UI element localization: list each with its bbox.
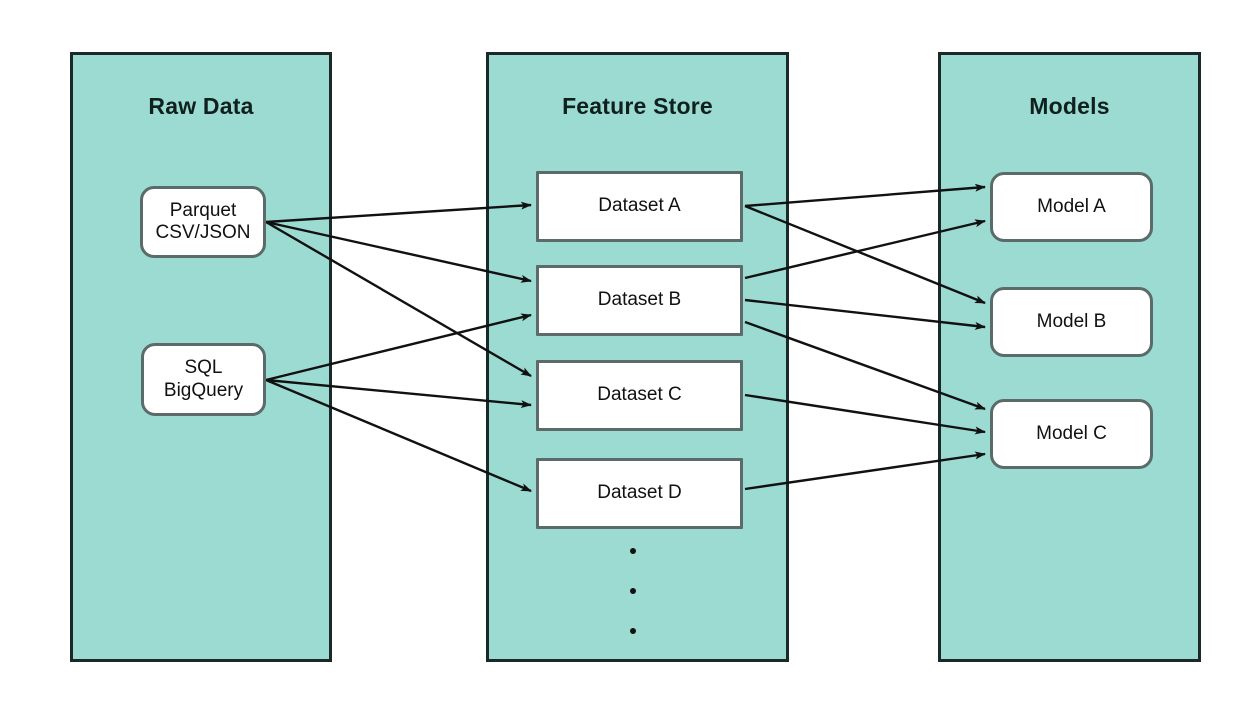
node-label-sql: SQL BigQuery bbox=[163, 357, 244, 401]
ellipsis-dot bbox=[630, 628, 636, 634]
node-dataset-a[interactable]: Dataset A bbox=[536, 171, 743, 242]
node-sql[interactable]: SQL BigQuery bbox=[141, 343, 266, 416]
column-models: Models bbox=[938, 52, 1201, 662]
ellipsis-dot bbox=[630, 588, 636, 594]
column-title-models: Models bbox=[1029, 93, 1110, 119]
node-label-dataset-d: Dataset D bbox=[597, 482, 682, 504]
node-label-model-c: Model C bbox=[1036, 422, 1107, 444]
node-label-dataset-a: Dataset A bbox=[598, 195, 681, 217]
ellipsis-feature-store bbox=[630, 548, 636, 634]
node-label-model-a: Model A bbox=[1037, 195, 1106, 217]
node-label-parquet: Parquet CSV/JSON bbox=[155, 199, 251, 243]
node-label-dataset-b: Dataset B bbox=[597, 289, 682, 311]
node-label-dataset-c: Dataset C bbox=[597, 384, 682, 406]
column-title-raw-data: Raw Data bbox=[148, 93, 254, 119]
ellipsis-dot bbox=[630, 548, 636, 554]
node-dataset-c[interactable]: Dataset C bbox=[536, 360, 743, 431]
column-feature-store: Feature Store bbox=[486, 52, 789, 662]
node-model-c[interactable]: Model C bbox=[990, 399, 1153, 469]
node-dataset-d[interactable]: Dataset D bbox=[536, 458, 743, 529]
node-label-model-b: Model B bbox=[1036, 310, 1107, 332]
node-model-a[interactable]: Model A bbox=[990, 172, 1153, 242]
column-title-feature-store: Feature Store bbox=[562, 93, 713, 119]
node-parquet[interactable]: Parquet CSV/JSON bbox=[140, 186, 266, 258]
node-model-b[interactable]: Model B bbox=[990, 287, 1153, 357]
node-dataset-b[interactable]: Dataset B bbox=[536, 265, 743, 336]
